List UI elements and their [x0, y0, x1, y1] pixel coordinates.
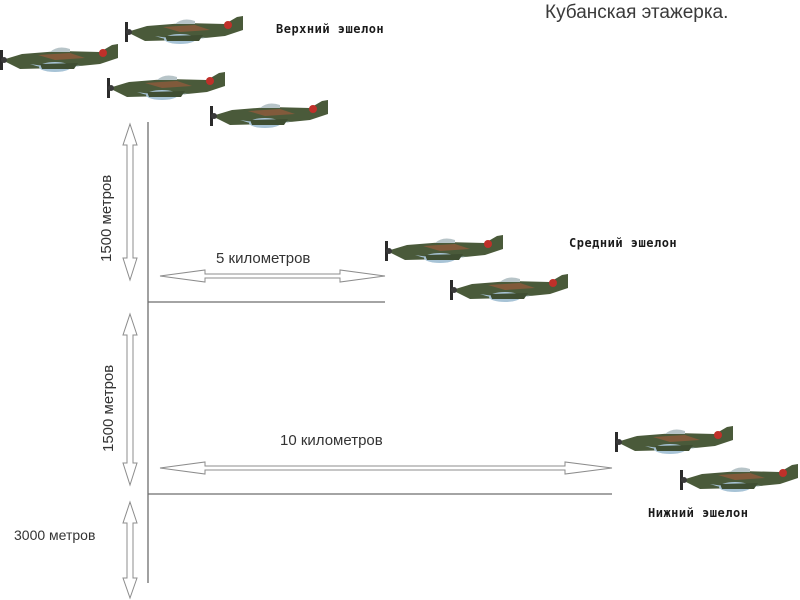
fighter-plane-icon: [125, 16, 243, 44]
fighter-plane-icon: [107, 72, 225, 100]
altitude-lower-label: 3000 метров: [14, 527, 96, 543]
fighter-plane-icon: [680, 464, 798, 492]
vertical-arrow-upper: [122, 122, 138, 282]
fighter-plane-icon: [615, 426, 733, 454]
upper-echelon-label: Верхний эшелон: [276, 22, 385, 36]
fighter-plane-icon: [450, 274, 568, 302]
vertical-arrow-lower: [122, 500, 138, 600]
fighter-plane-icon: [210, 100, 328, 128]
fighter-plane-icon: [0, 44, 118, 72]
fighter-plane-icon: [385, 235, 503, 263]
distance-10km-label: 10 километров: [280, 432, 383, 449]
horizontal-arrow-10km: [159, 461, 613, 475]
distance-5km-label: 5 километров: [216, 250, 311, 267]
vertical-arrow-middle: [122, 312, 138, 487]
altitude-middle-label: 1500 метров: [100, 364, 117, 452]
altitude-upper-label: 1500 метров: [98, 174, 115, 262]
horizontal-arrow-5km: [159, 269, 386, 283]
lower-echelon-label: Нижний эшелон: [648, 506, 749, 520]
diagram-title: Кубанская этажерка.: [545, 2, 729, 23]
middle-echelon-label: Средний эшелон: [569, 236, 678, 250]
